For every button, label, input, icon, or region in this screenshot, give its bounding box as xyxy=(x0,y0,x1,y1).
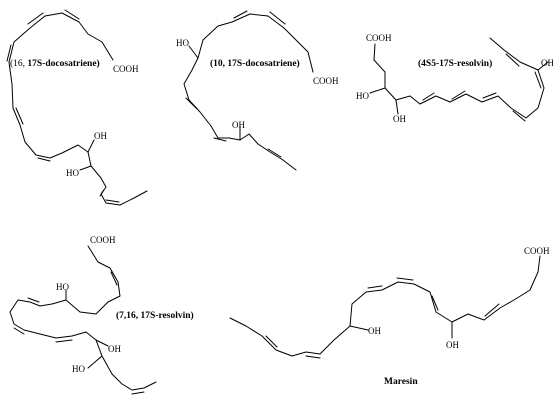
pd1-hydroxyl-label-b: HO xyxy=(66,168,79,178)
pd2-hydroxyl-label-a: HO xyxy=(176,38,189,48)
pd1-name-part-1: 17S-docosatriene) xyxy=(27,58,99,69)
molecule-rvd1: COOH HO OH OH (4S5-17S-resolvin) xyxy=(356,33,553,124)
maresin-hydroxyl-label-b: OH xyxy=(446,340,459,350)
molecule-maresin: COOH OH OH Maresin xyxy=(229,246,550,387)
molecule-pd1: COOH OH HO (16, 17S-docosatriene) xyxy=(6,9,148,206)
rvd2-hydroxyl-label-c: HO xyxy=(72,364,85,374)
molecule-pd2: COOH HO OH (10, 17S-docosatriene) xyxy=(176,10,339,171)
rvd1-chain xyxy=(373,37,545,119)
rvd2-hydroxyl-label-b: OH xyxy=(108,344,121,354)
rvd2-hydroxyl-label-a: HO xyxy=(56,282,69,292)
pd1-acid-label: COOH xyxy=(113,64,139,74)
rvd2-name: (7,16, 17S-resolvin) xyxy=(116,310,194,321)
rvd1-name: (4S5-17S-resolvin) xyxy=(418,58,492,69)
rvd1-name-part-0: (4S5-17S-resolvin) xyxy=(418,58,492,69)
maresin-acid-label: COOH xyxy=(524,246,550,256)
pd2-hydroxyl-label-b: OH xyxy=(232,120,245,130)
pd2-name-part-0: (10, 17S-docosatriene) xyxy=(210,58,300,69)
maresin-chain xyxy=(229,255,541,357)
rvd1-acid-label: COOH xyxy=(366,33,392,43)
molecule-rvd2: COOH HO OH HO (7,16, 17S-resolvin) xyxy=(9,235,194,395)
maresin-name: Maresin xyxy=(384,377,418,387)
maresin-hydroxyl-label-a: OH xyxy=(368,326,381,336)
maresin-name-part-0: Maresin xyxy=(384,377,418,387)
rvd1-hydroxyl-label-a: HO xyxy=(356,91,369,101)
pd1-name-part-0: (16, xyxy=(10,58,27,69)
rvd2-name-part-0: (7,16, 17S-resolvin) xyxy=(116,310,194,321)
rvd2-acid-label: COOH xyxy=(90,235,116,245)
pd2-acid-label: COOH xyxy=(313,76,339,86)
rvd1-hydroxyl-label-c: OH xyxy=(541,58,553,68)
rvd1-hydroxyl-label-b: OH xyxy=(393,114,406,124)
pd2-name: (10, 17S-docosatriene) xyxy=(210,58,300,69)
pd1-double-bonds xyxy=(64,9,80,20)
pd2-chain xyxy=(183,13,314,171)
rvd2-chain xyxy=(9,245,157,391)
pd1-hydroxyl-label-a: OH xyxy=(94,131,107,141)
pd1-name: (16, 17S-docosatriene) xyxy=(10,58,100,69)
